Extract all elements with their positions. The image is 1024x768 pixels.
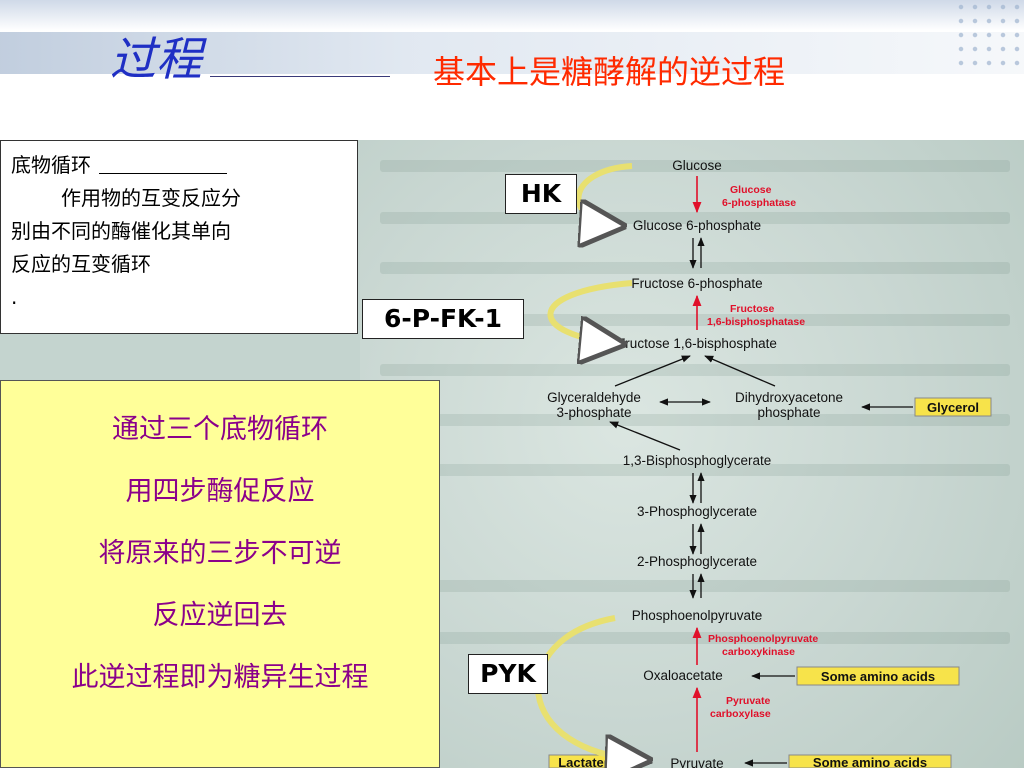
input-amino-acids-2: Some amino acids	[813, 755, 927, 768]
node-glucose: Glucose	[672, 158, 722, 173]
split-arrow-left	[614, 355, 691, 387]
summary-line-4: 反应逆回去	[152, 600, 288, 631]
definition-line-2: 别由不同的酶催化其单向	[11, 219, 231, 243]
background-text-line	[380, 464, 1010, 476]
enzyme-label-hk: HK	[505, 174, 577, 214]
enzyme-pepck-line1: Phosphoenolpyruvate	[708, 633, 818, 645]
node-fructose-6-phosphate: Fructose 6-phosphate	[631, 276, 762, 291]
node-phosphoenolpyruvate: Phosphoenolpyruvate	[632, 608, 763, 623]
enzyme-g6pase-line1: Glucose	[730, 184, 772, 196]
node-2-phosphoglycerate: 2-Phosphoglycerate	[637, 554, 757, 569]
definition-box: 底物循环 作用物的互变反应分 别由不同的酶催化其单向 反应的互变循环 .	[0, 140, 358, 334]
summary-line-3: 将原来的三步不可逆	[98, 538, 342, 569]
split-arrow-right	[704, 355, 776, 387]
input-glycerol-box	[914, 397, 992, 417]
definition-line-1: 作用物的互变反应分	[61, 186, 241, 210]
summary-line-2: 用四步酶促反应	[125, 476, 315, 507]
definition-line-3: 反应的互变循环	[11, 252, 151, 276]
pfk-curved-arrow	[547, 280, 633, 344]
background-text-line	[380, 364, 1010, 376]
input-amino-acids-2-box	[788, 754, 952, 768]
definition-term: 底物循环	[11, 153, 91, 177]
hk-curved-arrow	[575, 163, 633, 226]
summary-line-1: 通过三个底物循环	[112, 414, 328, 445]
node-glyceraldehyde-3-phosphate-line2: 3-phosphate	[556, 405, 631, 420]
background-text-line	[380, 160, 1010, 172]
node-oxaloacetate: Oxaloacetate	[643, 668, 723, 683]
node-dihydroxyacetone-phosphate-line1: Dihydroxyacetone	[735, 390, 843, 405]
background-text-line	[380, 580, 1010, 592]
summary-line-5: 此逆过程即为糖异生过程	[71, 662, 369, 693]
slide-header	[0, 0, 1024, 140]
input-lactate: Lactate	[558, 755, 604, 768]
enzyme-pc-line1: Pyruvate	[726, 695, 771, 707]
enzyme-fbpase-line2: 1,6-bisphosphatase	[707, 316, 805, 328]
input-amino-acids-1: Some amino acids	[821, 669, 935, 684]
pyk-curved-arrow	[535, 615, 648, 760]
title-underline	[210, 76, 390, 77]
background-text-line	[380, 414, 1010, 426]
header-stripe	[0, 32, 1024, 74]
gap-to-bpg-arrow	[609, 421, 681, 451]
node-1-3-bisphosphoglycerate: 1,3-Bisphosphoglycerate	[623, 453, 772, 468]
fill-in-blank	[99, 154, 227, 174]
enzyme-fbpase-line1: Fructose	[730, 303, 775, 315]
slide-title: 过程	[110, 32, 202, 86]
background-text-line	[380, 314, 1010, 326]
node-dihydroxyacetone-phosphate-line2: phosphate	[757, 405, 820, 420]
header-dot-pattern	[954, 0, 1024, 70]
enzyme-pc-line2: carboxylase	[710, 708, 771, 720]
slide-subtitle: 基本上是糖酵解的逆过程	[433, 53, 786, 91]
definition-end: .	[11, 285, 18, 309]
input-glycerol: Glycerol	[927, 400, 979, 415]
input-amino-acids-1-box	[796, 666, 960, 686]
enzyme-label-pfk1: 6-P-FK-1	[362, 299, 524, 339]
background-text-line	[380, 212, 1010, 224]
node-glucose-6-phosphate: Glucose 6-phosphate	[633, 218, 761, 233]
node-3-phosphoglycerate: 3-Phosphoglycerate	[637, 504, 757, 519]
node-pyruvate: Pyruvate	[670, 756, 723, 768]
enzyme-pepck-line2: carboxykinase	[722, 646, 795, 658]
summary-box: 通过三个底物循环 用四步酶促反应 将原来的三步不可逆 反应逆回去 此逆过程即为糖…	[0, 380, 440, 768]
definition-term-row: 底物循环	[11, 149, 347, 182]
node-fructose-1-6-bisphosphate: Fructose 1,6-bisphosphate	[617, 336, 777, 351]
node-glyceraldehyde-3-phosphate-line1: Glyceraldehyde	[547, 390, 641, 405]
enzyme-label-pyk: PYK	[468, 654, 548, 694]
enzyme-g6pase-line2: 6-phosphatase	[722, 197, 796, 209]
